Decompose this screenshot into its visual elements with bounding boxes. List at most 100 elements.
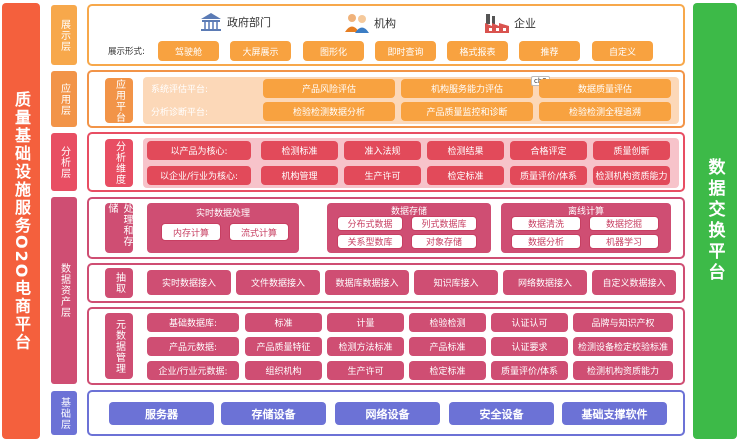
people-icon — [345, 14, 369, 33]
meta-chip[interactable]: 生产许可 — [327, 361, 404, 380]
display-form-chip[interactable]: 图形化 — [303, 41, 364, 61]
analysis-chip[interactable]: 质量评价/体系 — [510, 166, 587, 185]
base-chip[interactable]: 服务器 — [109, 402, 214, 425]
analysis-chip[interactable]: 合格评定 — [510, 141, 587, 160]
analysis-chip[interactable]: 机构管理 — [261, 166, 338, 185]
analysis-chip[interactable]: 检定标准 — [427, 166, 504, 185]
offline-chip[interactable]: 数据分析 — [511, 234, 581, 249]
offline-chip[interactable]: 数据清洗 — [511, 216, 581, 231]
offline-compute-title: 离线计算 — [567, 207, 604, 217]
display-forms-label: 展示形式: — [108, 47, 145, 57]
processing-storage-label: 处理和存储 — [105, 203, 133, 253]
app-layer-label: 应用层 — [51, 71, 77, 127]
analysis-chip[interactable]: 检测机构资质能力 — [593, 166, 670, 185]
extract-chip[interactable]: 网络数据接入 — [503, 270, 587, 295]
analysis-chip[interactable]: 准入法规 — [344, 141, 421, 160]
app-function-chip[interactable]: 检验检测全程追溯 — [539, 102, 671, 121]
meta-chip[interactable]: 组织机构 — [245, 361, 322, 380]
extract-label: 抽取 — [105, 268, 133, 298]
app-row2-label: 分析诊断平台: — [151, 108, 209, 118]
offline-chip[interactable]: 机器学习 — [589, 234, 659, 249]
analysis-chip[interactable]: 检测标准 — [261, 141, 338, 160]
meta-row-label: 产品元数据: — [147, 337, 239, 356]
meta-chip[interactable]: 标准 — [245, 313, 322, 332]
storage-chip[interactable]: 关系型数库 — [337, 234, 403, 249]
storage-chip[interactable]: 对象存储 — [411, 234, 477, 249]
analysis-layer-panel: 分析维度 以产品为核心: 检测标准 准入法规 检测结果 合格评定 质量创新 以企… — [87, 132, 685, 192]
meta-chip[interactable]: 检测方法标准 — [327, 337, 404, 356]
platform-title: 质量基础设施服务O2O电商平台 — [12, 90, 31, 352]
offline-compute-group: 离线计算 数据清洗 数据挖掘 数据分析 机器学习 — [501, 203, 671, 253]
entity-label: 机构 — [374, 17, 396, 30]
metadata-management-label: 元数据管理 — [105, 313, 133, 379]
display-layer-panel: 政府部门 机构 企业 展示形式: 驾驶舱 大屏展示 图形化 即时查询 格式报表 … — [87, 4, 685, 66]
processing-chip[interactable]: 内存计算 — [161, 223, 221, 241]
base-chip[interactable]: 安全设备 — [449, 402, 554, 425]
extract-chip[interactable]: 文件数据接入 — [236, 270, 320, 295]
extract-panel: 抽取 实时数据接入 文件数据接入 数据库数据接入 知识库接入 网络数据接入 自定… — [87, 263, 685, 303]
analysis-row1-label: 以产品为核心: — [147, 141, 251, 160]
data-exchange-title: 数据交换平台 — [704, 158, 725, 284]
data-storage-group: 数据存储 分布式数据 列式数据库 关系型数库 对象存储 — [327, 203, 491, 253]
offline-chip[interactable]: 数据挖掘 — [589, 216, 659, 231]
base-chip[interactable]: 基础支撑软件 — [562, 402, 667, 425]
app-layer-panel: 应用平台 系统评估平台: 产品风险评估 机构服务能力评估 cb3 数据质量评估 … — [87, 70, 685, 128]
processing-chip[interactable]: 流式计算 — [229, 223, 289, 241]
analysis-row2-label: 以企业/行业为核心: — [147, 166, 251, 185]
analysis-dimension-label: 分析维度 — [105, 139, 133, 187]
entity-label: 政府部门 — [227, 16, 271, 29]
analysis-layer-label: 分析层 — [51, 133, 77, 191]
meta-chip[interactable]: 认证认可 — [491, 313, 568, 332]
base-chip[interactable]: 存储设备 — [221, 402, 326, 425]
analysis-chip[interactable]: 质量创新 — [593, 141, 670, 160]
entity-government: 政府部门 — [199, 12, 271, 32]
asset-layer-label: 数据资产层 — [51, 197, 77, 384]
display-form-chip[interactable]: 格式报表 — [447, 41, 508, 61]
meta-chip[interactable]: 检验检测 — [409, 313, 486, 332]
app-row1-label: 系统评估平台: — [151, 85, 209, 95]
extract-chip[interactable]: 数据库数据接入 — [325, 270, 409, 295]
display-form-chip[interactable]: 大屏展示 — [230, 41, 291, 61]
analysis-chip[interactable]: 生产许可 — [344, 166, 421, 185]
app-function-chip[interactable]: 产品质量监控和诊断 — [401, 102, 533, 121]
base-chip[interactable]: 网络设备 — [335, 402, 440, 425]
storage-chip[interactable]: 列式数据库 — [411, 216, 477, 231]
entity-enterprise: 企业 — [484, 12, 536, 34]
app-function-chip[interactable]: 数据质量评估 — [539, 79, 671, 98]
factory-icon — [485, 14, 509, 33]
display-form-chip[interactable]: 自定义 — [592, 41, 653, 61]
meta-chip[interactable]: 检测设备检定校验标准 — [573, 337, 673, 356]
display-form-chip[interactable]: 推荐 — [519, 41, 580, 61]
app-function-chip[interactable]: 机构服务能力评估 — [401, 79, 533, 98]
meta-chip[interactable]: 产品质量特征 — [245, 337, 322, 356]
extract-chip[interactable]: 实时数据接入 — [147, 270, 231, 295]
analysis-chip[interactable]: 检测结果 — [427, 141, 504, 160]
processing-panel: 处理和存储 实时数据处理 内存计算 流式计算 数据存储 分布式数据 列式数据库 … — [87, 197, 685, 259]
entity-label: 企业 — [514, 17, 536, 30]
extract-chip[interactable]: 知识库接入 — [414, 270, 498, 295]
metadata-panel: 元数据管理 基础数据库: 标准 计量 检验检测 认证认可 品牌与知识产权 产品元… — [87, 307, 685, 385]
data-exchange-panel: 数据交换平台 — [693, 3, 737, 439]
meta-chip[interactable]: 品牌与知识产权 — [573, 313, 673, 332]
display-form-chip[interactable]: 驾驶舱 — [158, 41, 219, 61]
meta-chip[interactable]: 计量 — [327, 313, 404, 332]
realtime-processing-title: 实时数据处理 — [195, 209, 250, 219]
extract-chip[interactable]: 自定义数据接入 — [592, 270, 676, 295]
display-form-chip[interactable]: 即时查询 — [375, 41, 436, 61]
realtime-processing-group: 实时数据处理 内存计算 流式计算 — [147, 203, 299, 253]
meta-row-label: 企业/行业元数据: — [147, 361, 239, 380]
display-layer-label: 展示层 — [51, 5, 77, 65]
meta-chip[interactable]: 检定标准 — [409, 361, 486, 380]
storage-chip[interactable]: 分布式数据 — [337, 216, 403, 231]
app-platform-label: 应用平台 — [105, 78, 133, 123]
meta-chip[interactable]: 认证要求 — [491, 337, 568, 356]
meta-chip[interactable]: 产品标准 — [409, 337, 486, 356]
app-function-chip[interactable]: 检验检测数据分析 — [263, 102, 395, 121]
meta-chip[interactable]: 检测机构资质能力 — [573, 361, 673, 380]
base-layer-label: 基础层 — [51, 391, 77, 435]
app-function-chip[interactable]: 产品风险评估 — [263, 79, 395, 98]
platform-title-panel: 质量基础设施服务O2O电商平台 — [2, 3, 40, 439]
entity-institution: 机构 — [344, 12, 396, 34]
data-storage-title: 数据存储 — [390, 207, 427, 217]
meta-chip[interactable]: 质量评价/体系 — [491, 361, 568, 380]
